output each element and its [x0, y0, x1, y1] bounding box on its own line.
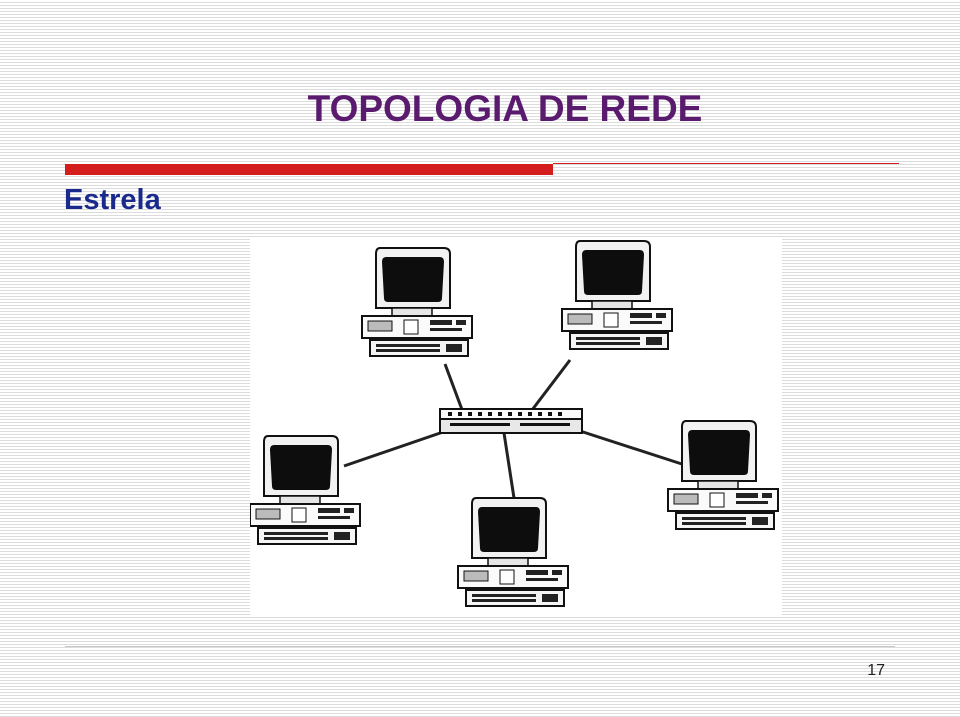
page-number: 17 [867, 662, 885, 679]
computer-icon [361, 247, 473, 357]
cable-to-right [579, 429, 689, 468]
cable-to-top-right [527, 359, 572, 415]
cable-to-bottom [502, 432, 516, 499]
computer-icon [561, 240, 673, 350]
footer-divider [65, 646, 895, 647]
star-topology-svg [249, 240, 779, 607]
cable-to-top-left [443, 363, 466, 416]
computer-icon [457, 497, 569, 607]
title-underline-thin [553, 163, 899, 164]
slide-subtitle: Estrela [64, 184, 161, 216]
computer-icon [249, 435, 361, 545]
network-cables [343, 359, 689, 499]
cable-to-left [343, 429, 447, 468]
title-underline-thick [65, 164, 553, 175]
star-topology-diagram [249, 238, 782, 616]
computer-icon [667, 420, 779, 530]
slide-title: TOPOLOGIA DE REDE [307, 88, 703, 129]
network-hub-icon [439, 408, 583, 434]
